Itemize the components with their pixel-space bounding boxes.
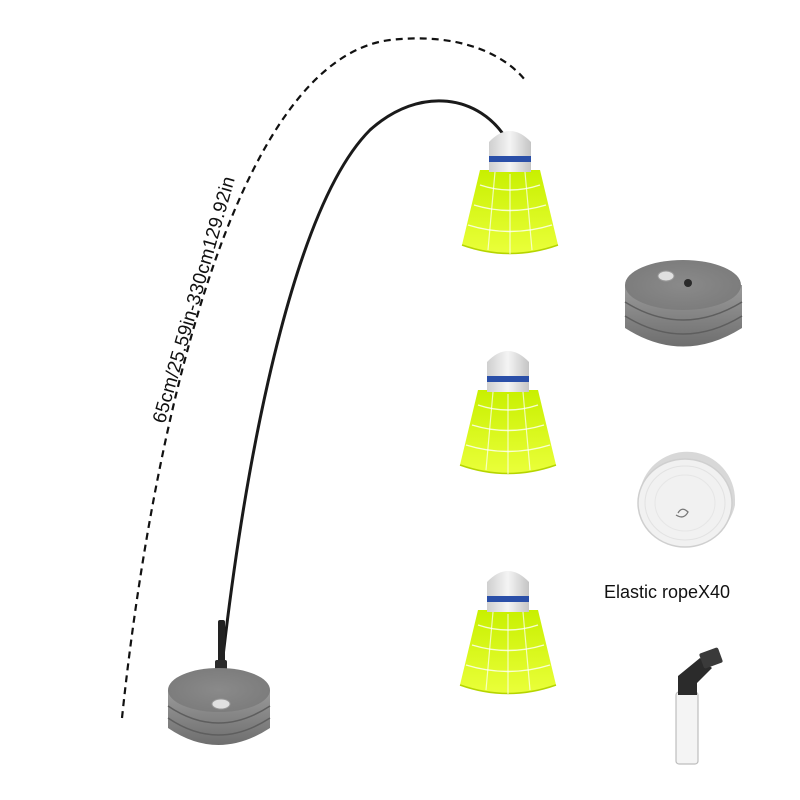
rod-connector xyxy=(675,647,723,765)
rod-weighted-base xyxy=(167,668,271,745)
shuttlecock xyxy=(459,351,557,475)
elastic-rope-roll xyxy=(637,451,736,548)
weighted-base xyxy=(624,260,743,347)
shuttlecock xyxy=(459,571,557,695)
elastic-rope-label: Elastic ropeX40 xyxy=(604,582,731,602)
shuttlecock xyxy=(461,131,559,255)
training-rod xyxy=(215,99,509,697)
